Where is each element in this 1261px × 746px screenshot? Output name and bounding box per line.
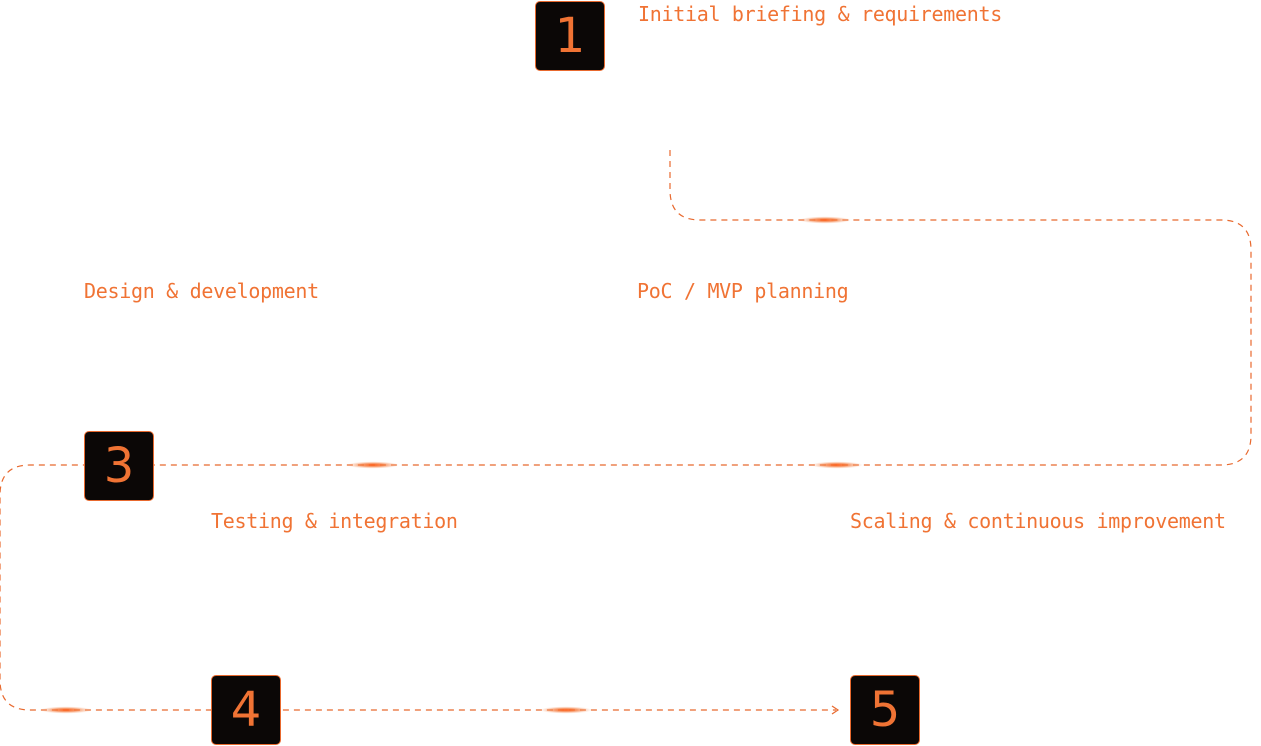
step-1-number: 1	[554, 8, 586, 64]
glow-marker	[40, 706, 92, 714]
step-3-number-box: 3	[84, 431, 154, 501]
step-4-number-box: 4	[211, 675, 281, 745]
glow-marker	[799, 216, 851, 224]
glow-marker	[540, 706, 592, 714]
step-1-number-box: 1	[535, 1, 605, 71]
step-4-title: Testing & integration	[211, 509, 458, 533]
arrow-head-icon	[831, 705, 840, 715]
glow-marker	[347, 461, 399, 469]
step-5-number: 5	[869, 682, 901, 738]
step-3-title: Design & development	[84, 279, 319, 303]
step-1-title: Initial briefing & requirements	[638, 2, 1002, 26]
step-5-title: Scaling & continuous improvement	[850, 509, 1226, 533]
step-3-number: 3	[103, 438, 135, 494]
dashed-path	[0, 150, 1252, 711]
step-2-title: PoC / MVP planning	[637, 279, 849, 303]
glow-marker	[811, 461, 863, 469]
step-4-number: 4	[230, 682, 262, 738]
step-5-number-box: 5	[850, 675, 920, 745]
